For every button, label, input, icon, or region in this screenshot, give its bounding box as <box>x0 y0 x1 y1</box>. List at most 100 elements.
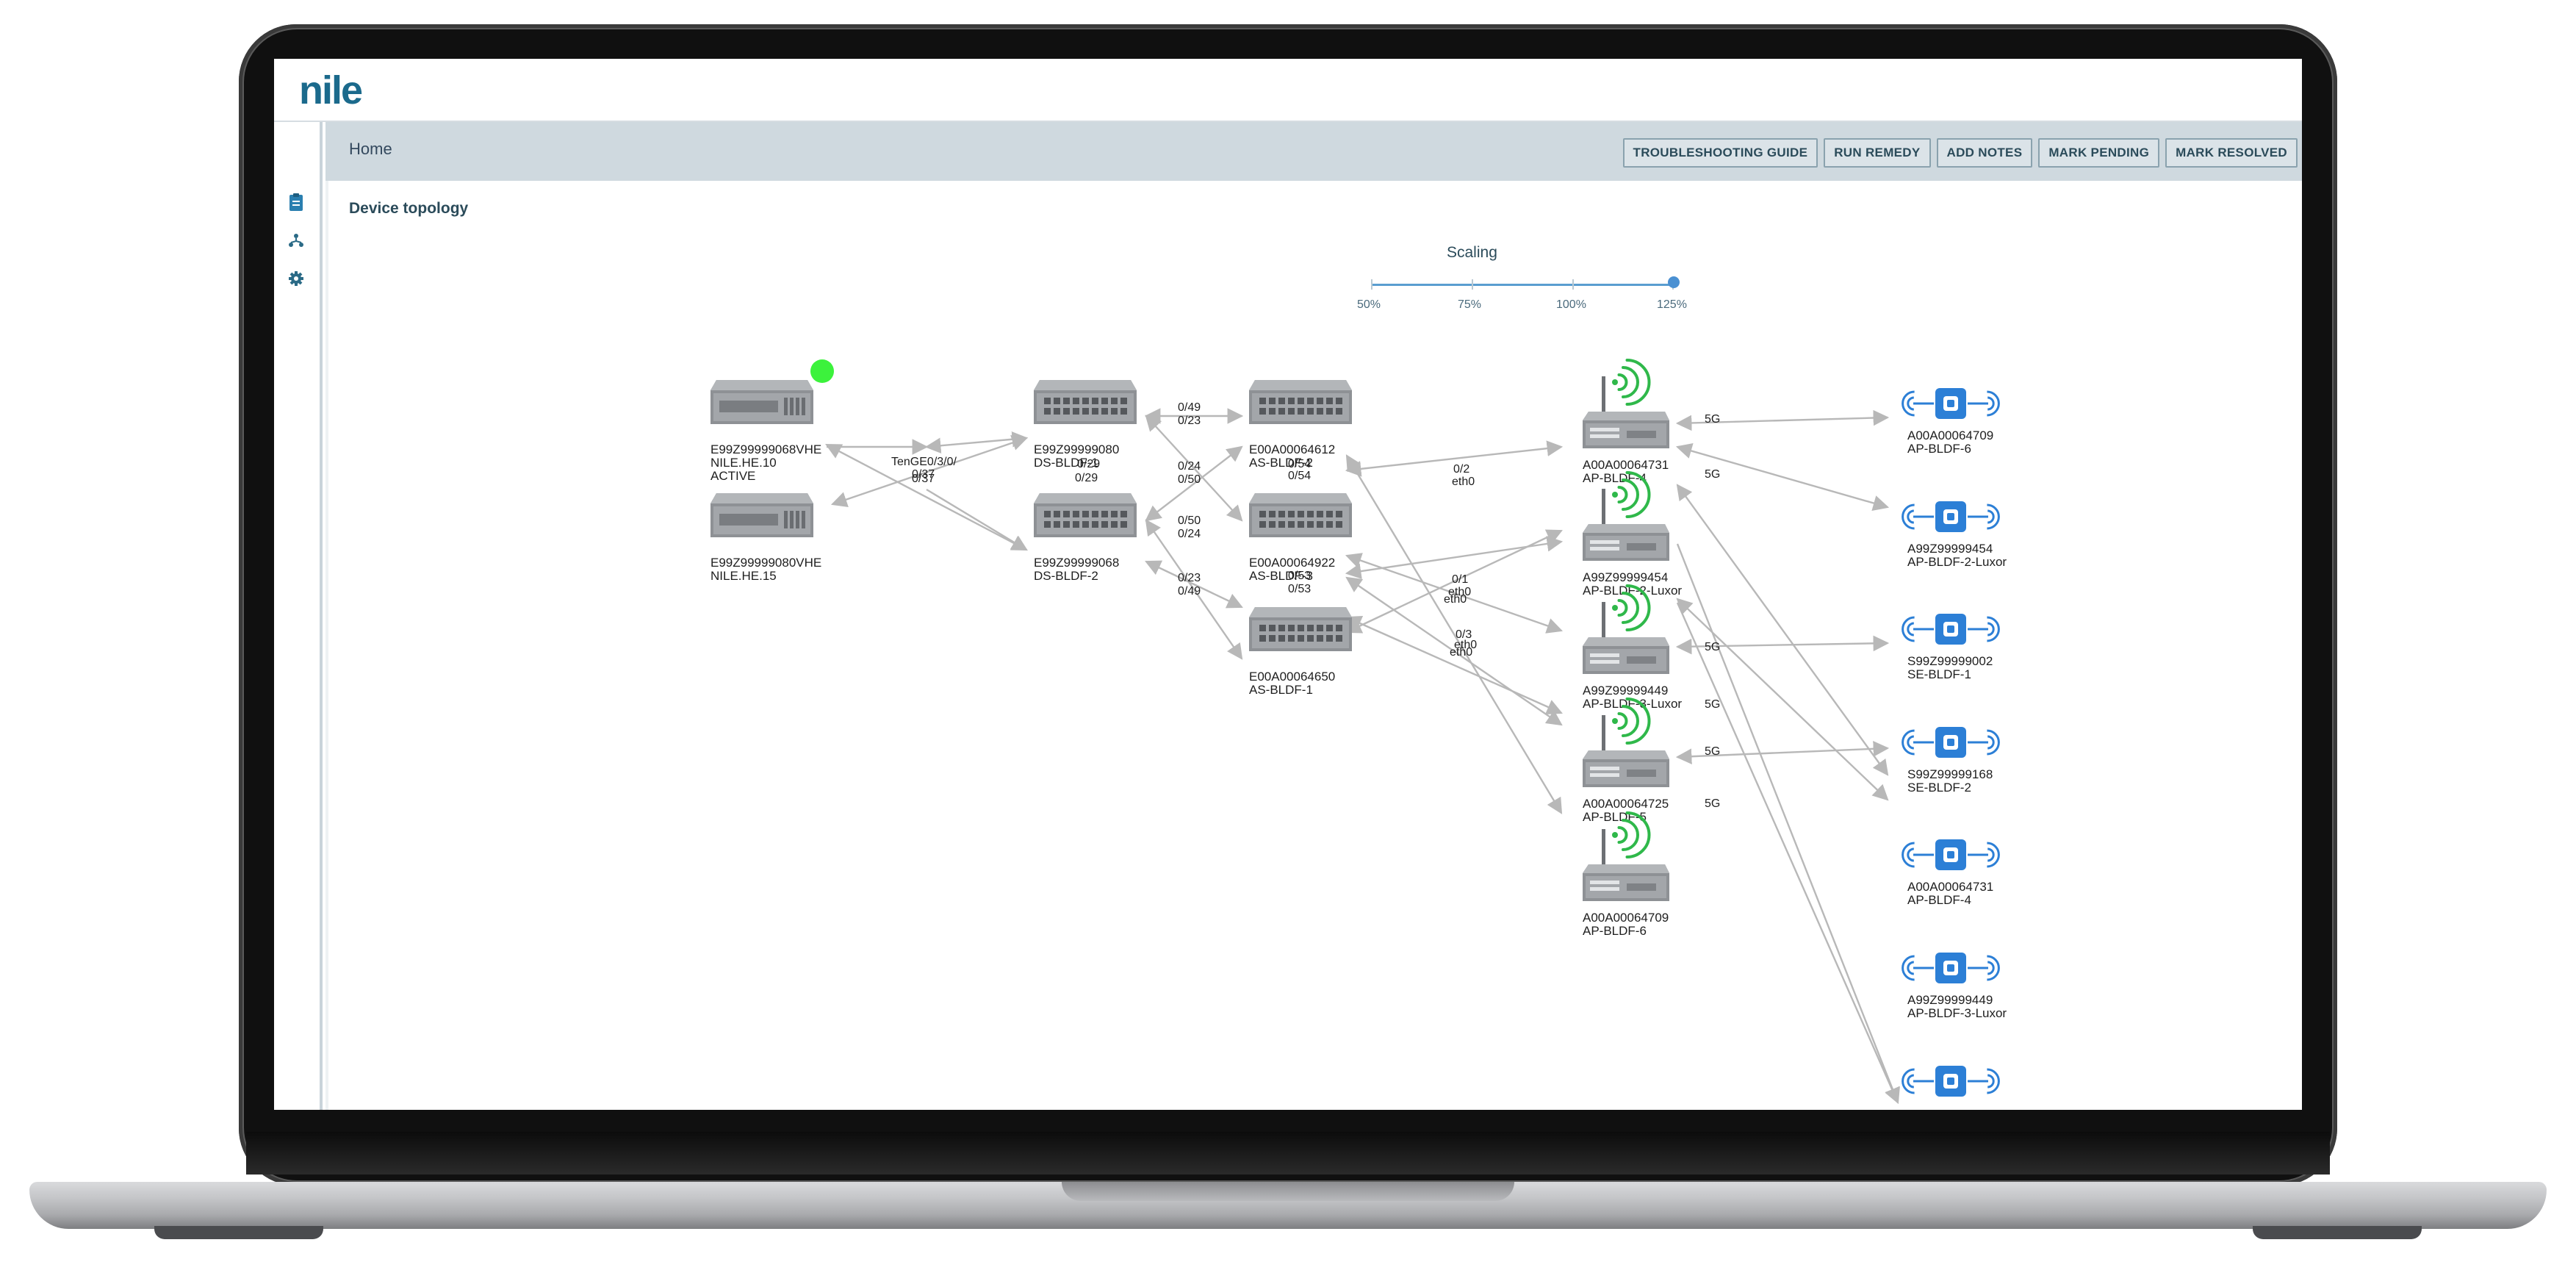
breadcrumb-home[interactable]: Home <box>349 140 392 158</box>
wifi-signal-icon <box>1612 698 1651 745</box>
node-label: A99Z99999454 <box>1907 542 1993 556</box>
topology-node-s7[interactable] <box>1902 1066 2000 1097</box>
edge-port-label: 0/2 <box>1453 463 1469 476</box>
troubleshooting-guide-button[interactable]: TROUBLESHOOTING GUIDE <box>1622 138 1818 168</box>
scaling-option-75[interactable]: 75% <box>1458 298 1482 311</box>
topology-link <box>926 488 1028 551</box>
scaling-option-125[interactable]: 125% <box>1657 298 1687 311</box>
sensor-icon <box>1902 388 2000 419</box>
node-label: E00A00064612 <box>1249 442 1335 456</box>
edge-port-label: 0/50 <box>1178 473 1201 486</box>
scaling-option-100[interactable]: 100% <box>1556 298 1586 311</box>
node-label: A00A00064725 <box>1583 797 1669 811</box>
scaling-slider-track[interactable] <box>1371 284 1672 286</box>
nile-logo[interactable]: nile <box>299 68 363 112</box>
edge-port-label: 0/24 <box>1178 460 1201 473</box>
edge-port-label: 0/50 <box>1178 514 1201 527</box>
edge-port-label: 0/37 <box>912 468 935 481</box>
sensor-icon <box>1902 501 2000 532</box>
laptop-opening-notch <box>1062 1182 1514 1201</box>
node-label: A00A00064709 <box>1583 911 1669 925</box>
page-title: Device topology <box>349 200 469 217</box>
edge-port-label: TenGE0/3/0/ <box>891 456 957 468</box>
add-notes-button[interactable]: ADD NOTES <box>1936 138 2033 168</box>
node-label: AP-BLDF-6 <box>1907 442 1971 456</box>
edge-port-label: 0/37 <box>912 473 935 485</box>
node-label: S99Z99999168 <box>1907 767 1993 781</box>
sensor-icon <box>1902 614 2000 645</box>
node-label: AP-BLDF-2-Luxor <box>1907 555 2007 569</box>
node-label: SE-BLDF-1 <box>1907 667 1971 681</box>
node-label: A00A00064709 <box>1907 428 1993 442</box>
edge-port-label: 0/53 <box>1288 570 1311 582</box>
scaling-label: Scaling <box>1447 244 1497 261</box>
edge-port-label: 0/29 <box>1077 458 1100 470</box>
node-label: NILE.HE.15 <box>710 569 777 583</box>
laptop-screen: nile Home TROUBLESHOOTING GUIDE RUN REME… <box>274 59 2302 1110</box>
run-remedy-button[interactable]: RUN REMEDY <box>1824 138 1931 168</box>
slider-tick <box>1572 279 1574 290</box>
topology-link <box>830 435 1029 507</box>
edge-port-label: 0/54 <box>1288 458 1311 470</box>
sensor-icon <box>1902 1066 2000 1097</box>
topology-link <box>1145 519 1243 660</box>
topology-link <box>1345 616 1563 714</box>
edge-port-label: 0/23 <box>1178 572 1201 584</box>
edge-port-label: 0/1 <box>1452 573 1468 586</box>
topology-link <box>1676 602 1900 1104</box>
gear-icon[interactable] <box>285 268 307 290</box>
node-label: A99Z99999454 <box>1583 570 1668 584</box>
topology-link <box>1345 454 1563 814</box>
wifi-signal-icon <box>1612 811 1651 858</box>
node-label: AP-BLDF-4 <box>1907 893 1971 907</box>
edge-port-label: eth0 <box>1448 586 1471 598</box>
edge-port-label: 0/54 <box>1288 470 1311 482</box>
edge-port-label: 5G <box>1705 745 1720 758</box>
edge-port-label: 0/49 <box>1178 401 1201 414</box>
node-label: A00A00064731 <box>1583 458 1669 472</box>
laptop-foot-right <box>2253 1226 2422 1239</box>
mark-resolved-button[interactable]: MARK RESOLVED <box>2165 138 2298 168</box>
wifi-signal-icon <box>1612 359 1651 406</box>
topology-icon[interactable] <box>285 229 307 251</box>
clipboard-icon[interactable] <box>285 191 307 213</box>
node-label: DS-BLDF-2 <box>1034 569 1098 583</box>
mark-pending-button[interactable]: MARK PENDING <box>2038 138 2160 168</box>
slider-tick <box>1371 279 1372 290</box>
sensor-icon <box>1902 839 2000 870</box>
node-label: S99Z99999002 <box>1907 654 1993 668</box>
node-label: E00A00064650 <box>1249 670 1335 684</box>
node-label: SE-BLDF-2 <box>1907 781 1971 795</box>
laptop-bezel <box>242 28 2334 1182</box>
edge-port-label: eth0 <box>1450 646 1472 659</box>
node-label: E99Z99999068 <box>1034 556 1119 570</box>
scaling-option-50[interactable]: 50% <box>1357 298 1381 311</box>
topology-link <box>1345 529 1563 634</box>
edge-port-label: 5G <box>1705 413 1720 426</box>
left-nav-rail <box>274 122 323 1110</box>
page-header-bar: Home TROUBLESHOOTING GUIDE RUN REMEDY AD… <box>325 122 2302 181</box>
edge-port-label: 0/24 <box>1178 528 1201 540</box>
node-label: E99Z99999080VHE <box>710 556 821 570</box>
scaling-slider-thumb[interactable] <box>1668 276 1680 288</box>
topology-link <box>1145 560 1243 609</box>
node-label: E00A00064922 <box>1249 556 1335 570</box>
